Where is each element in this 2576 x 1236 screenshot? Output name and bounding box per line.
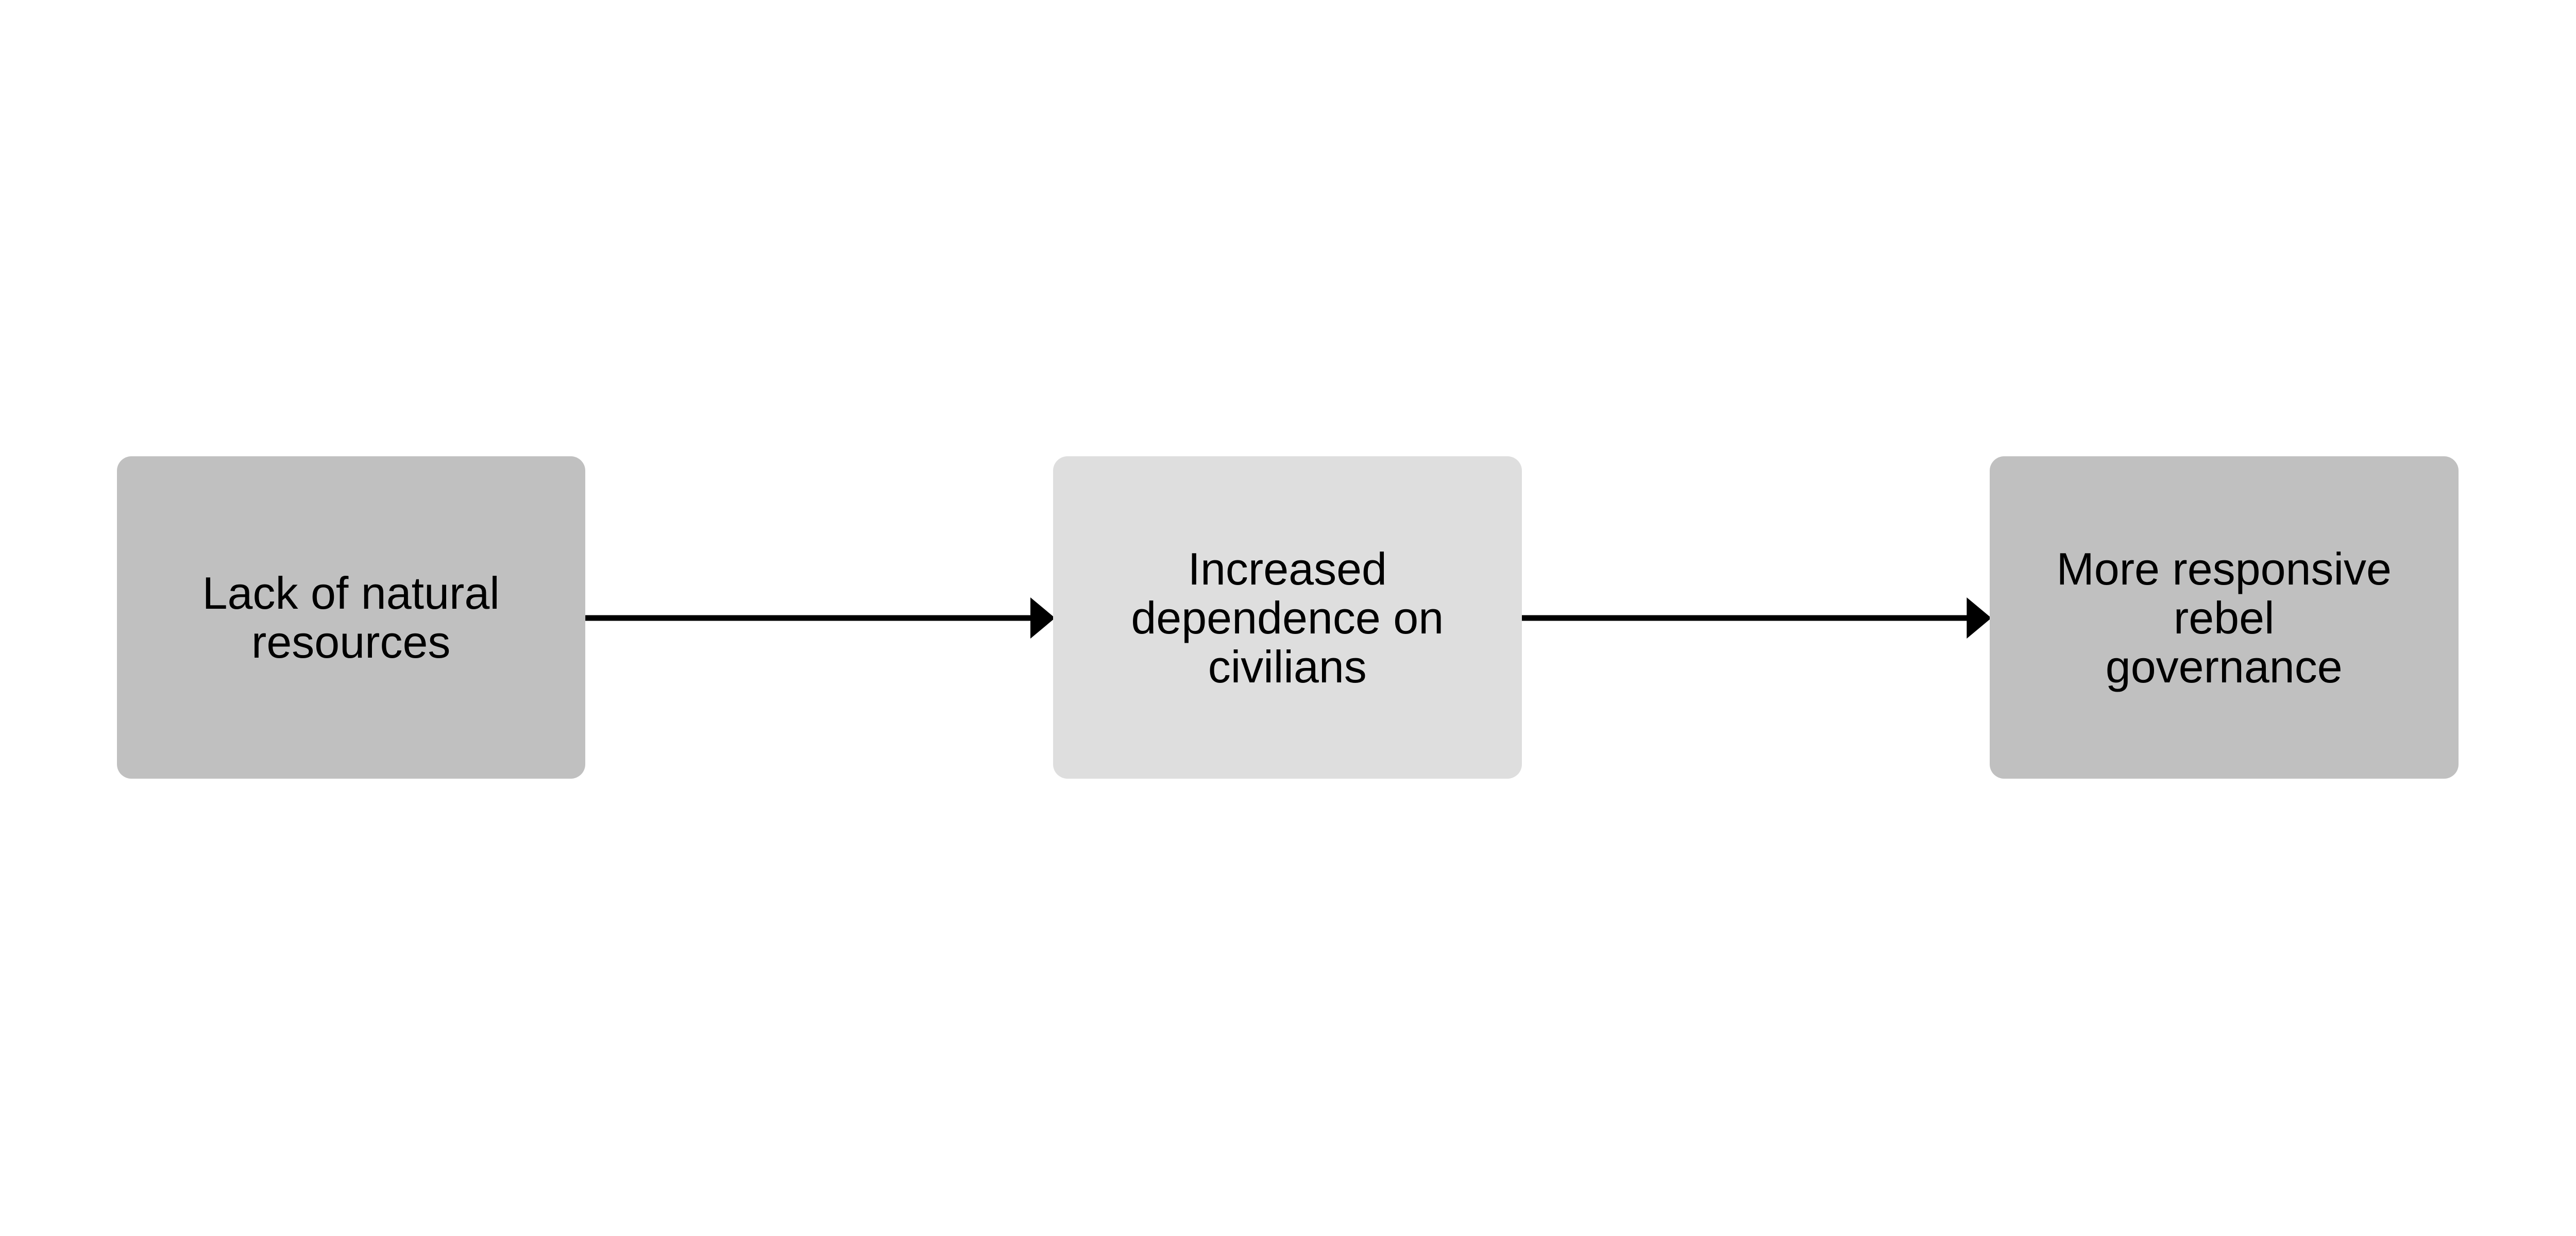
node-increased-dependence-on-civilians: Increased dependence on civilians [1053,456,1522,779]
node-label: More responsive rebel governance [2056,543,2392,692]
node-label: Lack of natural resources [202,568,500,667]
arrowhead-icon [1030,597,1055,639]
node-lack-of-natural-resources: Lack of natural resources [116,456,585,779]
node-more-responsive-rebel-governance: More responsive rebel governance [1990,456,2459,779]
edge-b2-b3 [1521,597,1992,639]
node-label: Increased dependence on civilians [1131,543,1444,692]
edge-b1-b2 [585,597,1055,639]
arrowhead-icon [1967,597,1992,639]
